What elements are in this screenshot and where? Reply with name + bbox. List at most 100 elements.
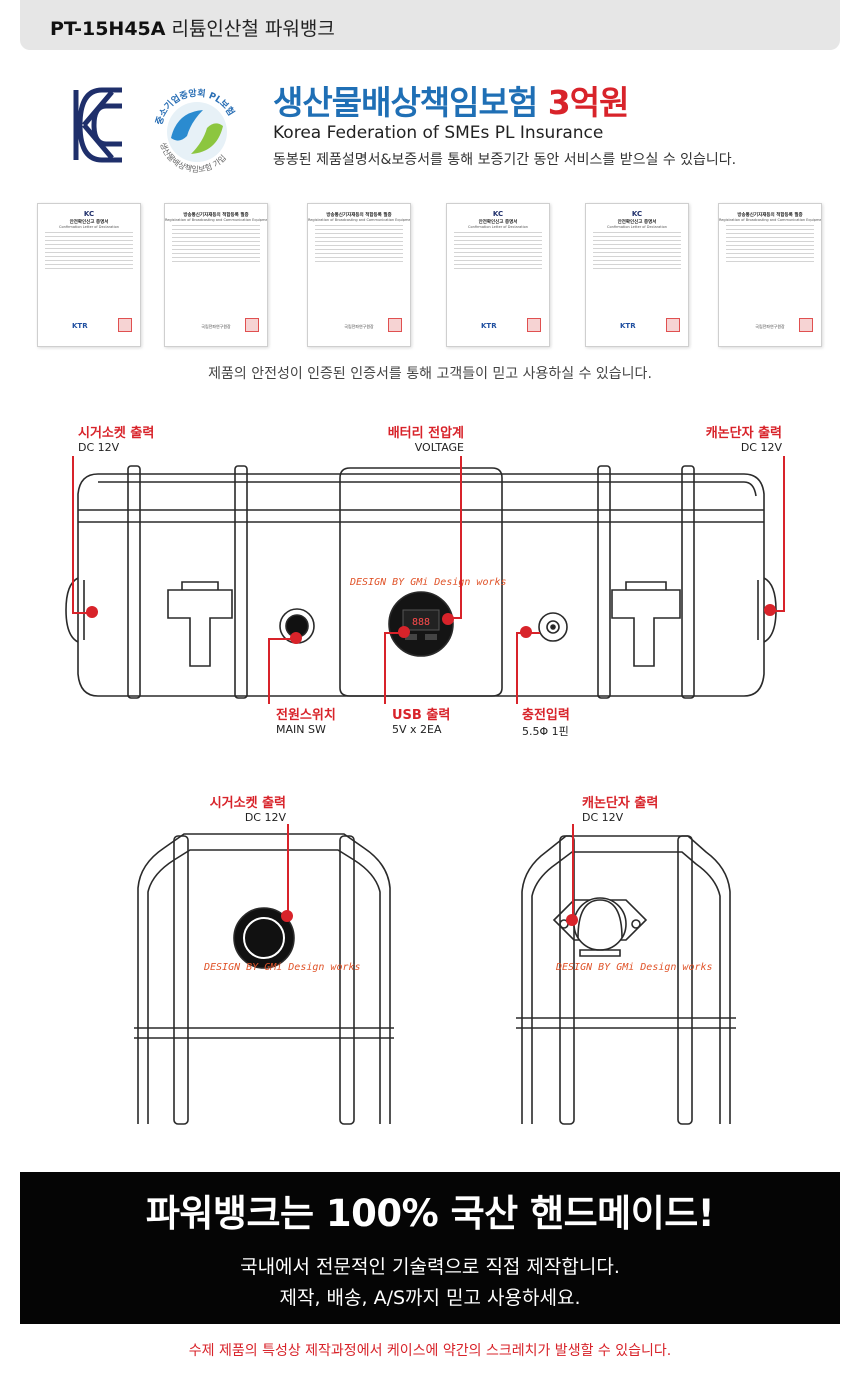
label-usb: USB 출력 5V x 2EA xyxy=(392,704,450,736)
cert-footer: 국립전파연구원장 xyxy=(201,324,231,329)
label-side-cannon: 캐논단자 출력 DC 12V xyxy=(582,792,658,824)
cert-heading: 방송통신기자재등의 적합등록 필증 xyxy=(737,213,803,218)
callout-line xyxy=(268,638,270,704)
cert-kc-icon: KC xyxy=(631,210,643,218)
callout-dot xyxy=(281,910,293,922)
cert-text-line xyxy=(315,229,403,230)
handmade-banner xyxy=(20,1172,840,1324)
cert-text-line xyxy=(454,256,542,257)
banner-line-2: 제작, 배송, A/S까지 믿고 사용하세요. xyxy=(279,1287,581,1309)
cert-text-line xyxy=(593,252,681,253)
cert-text-line xyxy=(454,252,542,253)
cert-text-line xyxy=(726,229,814,230)
label-title: 배터리 전압계 xyxy=(387,426,464,441)
label-sub: DC 12V xyxy=(244,811,286,824)
insurance-amount: 3억원 xyxy=(547,83,630,122)
cert-text-line xyxy=(593,264,681,265)
callout-line xyxy=(72,456,74,614)
cert-text-line xyxy=(726,257,814,258)
cert-text-line xyxy=(454,236,542,237)
insurance-title: 생산물배상책임보험 3억원 xyxy=(273,76,630,124)
label-sub: DC 12V xyxy=(582,811,624,824)
callout-line xyxy=(384,632,404,634)
banner-line-1: 국내에서 전문적인 기술력으로 직접 제작합니다. xyxy=(240,1256,620,1278)
label-sub: VOLTAGE xyxy=(414,441,464,454)
cert-text-line xyxy=(726,237,814,238)
label-title: 충전입력 xyxy=(522,708,570,723)
label-cigar-left: 시거소켓 출력 DC 12V xyxy=(78,422,154,454)
cert-text-line xyxy=(172,249,260,250)
cert-heading: 안전확인신고 증명서 xyxy=(617,220,657,225)
cert-heading: 안전확인신고 증명서 xyxy=(478,220,518,225)
cert-text-line xyxy=(45,268,133,269)
callout-dot xyxy=(520,626,532,638)
callout-dot xyxy=(398,626,410,638)
cert-text-line xyxy=(454,244,542,245)
callout-dot xyxy=(290,632,302,644)
label-voltmeter: 배터리 전압계 VOLTAGE xyxy=(376,422,464,454)
cert-text-line xyxy=(593,248,681,249)
cert-text-line xyxy=(172,237,260,238)
cert-sub: Confirmation Letter of Declaration xyxy=(59,225,119,229)
cert-footer: KTR xyxy=(481,322,497,330)
cert-text-line xyxy=(315,241,403,242)
cert-text-line xyxy=(172,233,260,234)
front-product-drawing: 888 DESIGN BY GMi Design works xyxy=(65,465,777,699)
cert-stamp-icon xyxy=(527,318,541,332)
cert-text-line xyxy=(726,261,814,262)
callout-line xyxy=(268,638,298,640)
cert-footer: KTR xyxy=(72,322,88,330)
cert-sub: Confirmation Letter of Declaration xyxy=(468,225,528,229)
cert-text-line xyxy=(454,268,542,269)
watermark-side-left: DESIGN BY GMi Design works xyxy=(203,962,361,973)
insurance-note: 동봉된 제품설명서&보증서를 통해 보증기간 동안 서비스를 받으실 수 있습니… xyxy=(273,152,737,168)
label-sub: 5V x 2EA xyxy=(392,723,442,736)
cert-text-line xyxy=(593,244,681,245)
label-sub: DC 12V xyxy=(740,441,782,454)
cert-stamp-icon xyxy=(245,318,259,332)
cert-text-line xyxy=(315,225,403,226)
callout-line xyxy=(287,824,289,916)
label-title: 캐논단자 출력 xyxy=(705,426,782,441)
cert-text-line xyxy=(315,237,403,238)
callout-dot xyxy=(566,914,578,926)
cert-text-line xyxy=(454,232,542,233)
cert-footer: 국립전파연구원장 xyxy=(344,324,374,329)
cert-text-line xyxy=(315,245,403,246)
cert-text-line xyxy=(45,252,133,253)
cert-stamp-icon xyxy=(118,318,132,332)
label-title: 전원스위치 xyxy=(276,708,336,723)
model-number: PT-15H45A xyxy=(50,18,166,40)
cert-stamp-icon xyxy=(388,318,402,332)
certificate-note: 제품의 안전성이 인증된 인증서를 통해 고객들이 믿고 사용하실 수 있습니다… xyxy=(208,366,652,382)
cert-text-line xyxy=(315,261,403,262)
cert-text-line xyxy=(172,229,260,230)
cert-sub: Registration of Broadcasting and Communi… xyxy=(719,218,821,222)
banner-title: 파워뱅크는 100% 국산 핸드메이드! xyxy=(145,1192,715,1235)
callout-line xyxy=(783,456,785,612)
callout-line xyxy=(460,456,462,618)
cert-stamp-icon xyxy=(666,318,680,332)
label-sub: DC 12V xyxy=(78,441,120,454)
cert-text-line xyxy=(454,248,542,249)
label-side-cigar: 시거소켓 출력 DC 12V xyxy=(186,792,286,824)
voltmeter-display: 888 xyxy=(412,617,430,628)
kc-mark-icon xyxy=(73,87,122,163)
cert-text-line xyxy=(593,232,681,233)
cert-text-line xyxy=(172,241,260,242)
label-charge-input: 충전입력 5.5Φ 1핀 xyxy=(522,704,570,739)
callout-dot xyxy=(764,604,776,616)
label-cannon-right: 캐논단자 출력 DC 12V xyxy=(680,422,782,454)
cert-text-line xyxy=(726,233,814,234)
side-view-cigar-drawing: DESIGN BY GMi Design works xyxy=(134,833,394,1125)
callout-line xyxy=(770,610,785,612)
watermark-front: DESIGN BY GMi Design works xyxy=(349,577,507,588)
cert-text-line xyxy=(593,268,681,269)
cert-text-line xyxy=(315,257,403,258)
cert-text-line xyxy=(726,241,814,242)
cert-text-line xyxy=(454,264,542,265)
cert-text-line xyxy=(454,260,542,261)
cert-text-line xyxy=(45,256,133,257)
